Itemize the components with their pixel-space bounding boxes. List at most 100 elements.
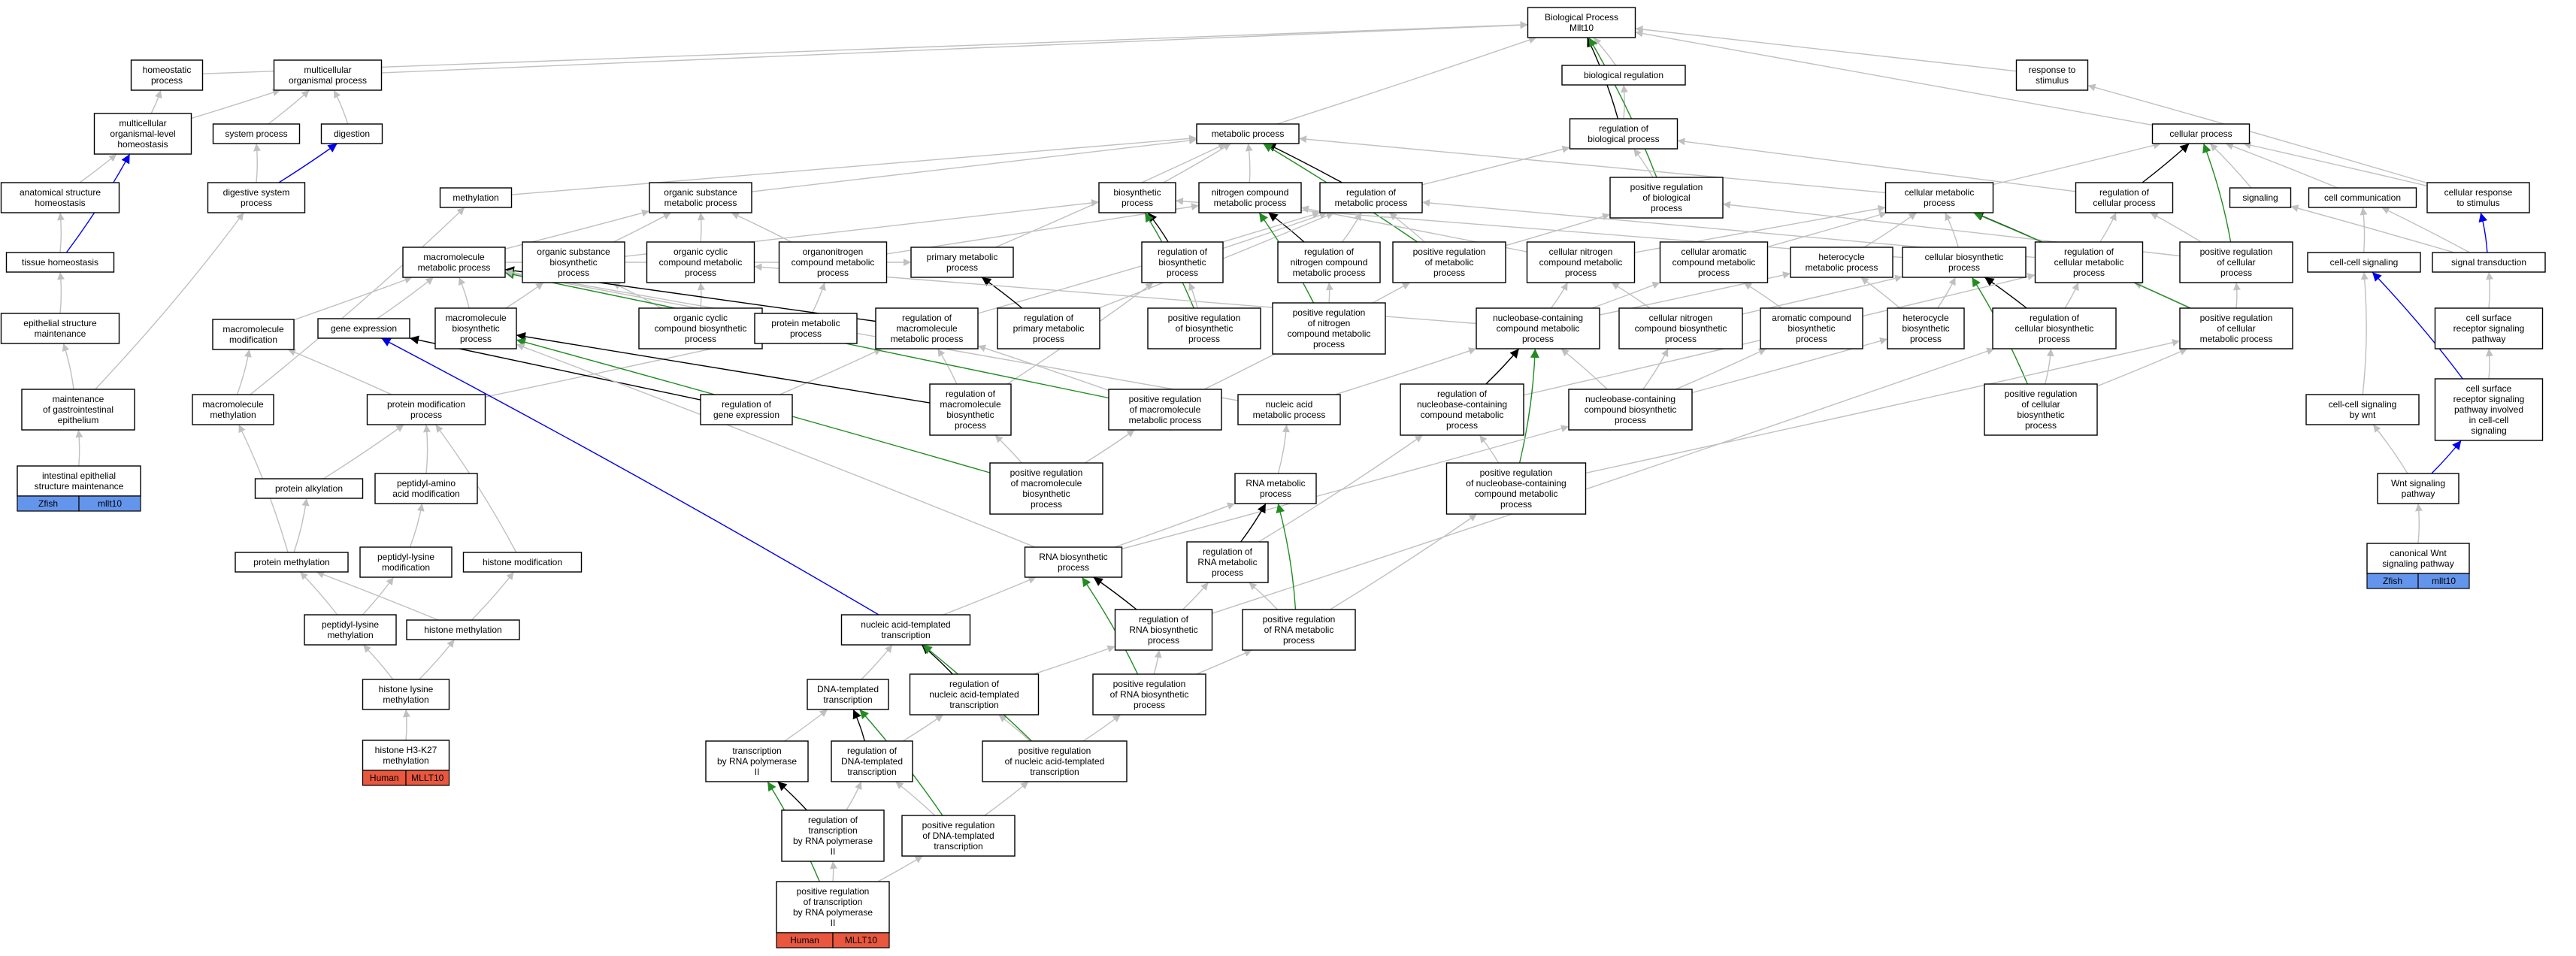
go-term-cellproc[interactable]: cellular process xyxy=(2151,123,2251,144)
go-term-signaling[interactable]: signaling xyxy=(2229,187,2292,208)
go-term-protalk[interactable]: protein alkylation xyxy=(254,478,364,499)
go-term-genexp[interactable]: gene expression xyxy=(317,318,410,339)
go-term-label: nucleic acid-templated xyxy=(929,689,1019,700)
go-term-metab[interactable]: metabolic process xyxy=(1196,123,1300,144)
go-term-cellcomm[interactable]: cell communication xyxy=(2308,187,2417,208)
go-term-regnucleo[interactable]: regulation ofnucleobase-containingcompou… xyxy=(1400,383,1524,436)
go-term-tissue[interactable]: tissue homeostasis xyxy=(5,252,115,273)
go-term-histmod[interactable]: histone modification xyxy=(462,552,583,573)
go-term-sysproc[interactable]: system process xyxy=(212,123,301,144)
go-term-digestion[interactable]: digestion xyxy=(320,123,383,144)
go-term-methylation[interactable]: methylation xyxy=(439,187,513,208)
go-term-breg[interactable]: biological regulation xyxy=(1561,65,1686,86)
go-term-cellsig[interactable]: cell-cell signaling xyxy=(2307,252,2421,273)
go-term-histmeth[interactable]: histone methylation xyxy=(406,619,520,640)
go-term-sigtrans[interactable]: signal transduction xyxy=(2432,252,2546,273)
go-term-protmeth[interactable]: protein methylation xyxy=(235,552,349,573)
go-term-regmacrobio[interactable]: regulation ofmacromoleculebiosyntheticpr… xyxy=(929,383,1012,436)
